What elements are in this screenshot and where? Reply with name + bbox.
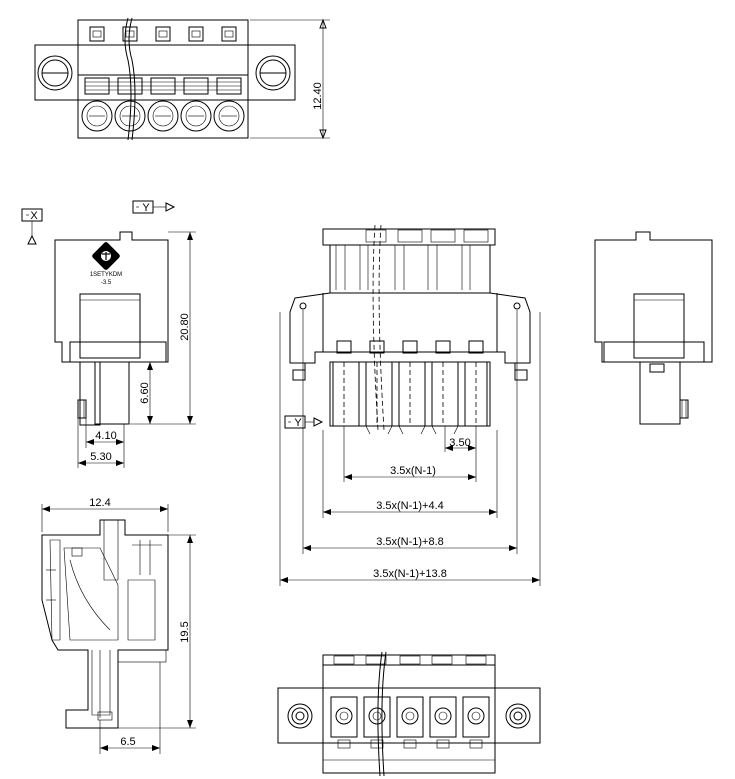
bottom-view [277,651,541,777]
dim-span-total: 3.5x(N-1)+13.8 [373,568,447,580]
dim-span-flange: 3.5x(N-1)+8.8 [376,536,444,548]
dim-pitch: 3.50 [449,437,470,449]
dim-offset-b: 5.30 [90,451,111,463]
dim-span-pins: 3.5x(N-1) [390,465,436,477]
front-view: Y 3.50 3.5x(N-1) 3.5x(N-1)+4.4 3.5x(N-1)… [279,224,541,586]
dim-section-width: 12.4 [89,497,110,509]
datum-x-label: X [30,210,38,222]
dim-section-base: 6.5 [120,736,135,748]
logo-brand-text: 1SETYKDM [90,272,122,278]
datum-y-label-front: Y [294,417,302,429]
section-view: 12.4 19.5 6.5 [41,497,196,754]
logo-series-text: -3.5 [101,280,112,286]
left-side-view: X Y 1SETYKDM -3.5 20.80 [21,200,196,468]
top-view: 12.40 [34,17,330,141]
datum-y-label-side: Y [142,202,150,214]
dim-pin-height: 6.60 [139,382,151,403]
dim-span-body: 3.5x(N-1)+4.4 [376,500,444,512]
right-side-view [594,231,713,425]
dim-top-height: 12.40 [312,82,324,110]
dim-section-height: 19.5 [179,621,191,642]
dim-side-height: 20.80 [179,313,191,341]
dim-offset-a: 4.10 [95,430,116,442]
